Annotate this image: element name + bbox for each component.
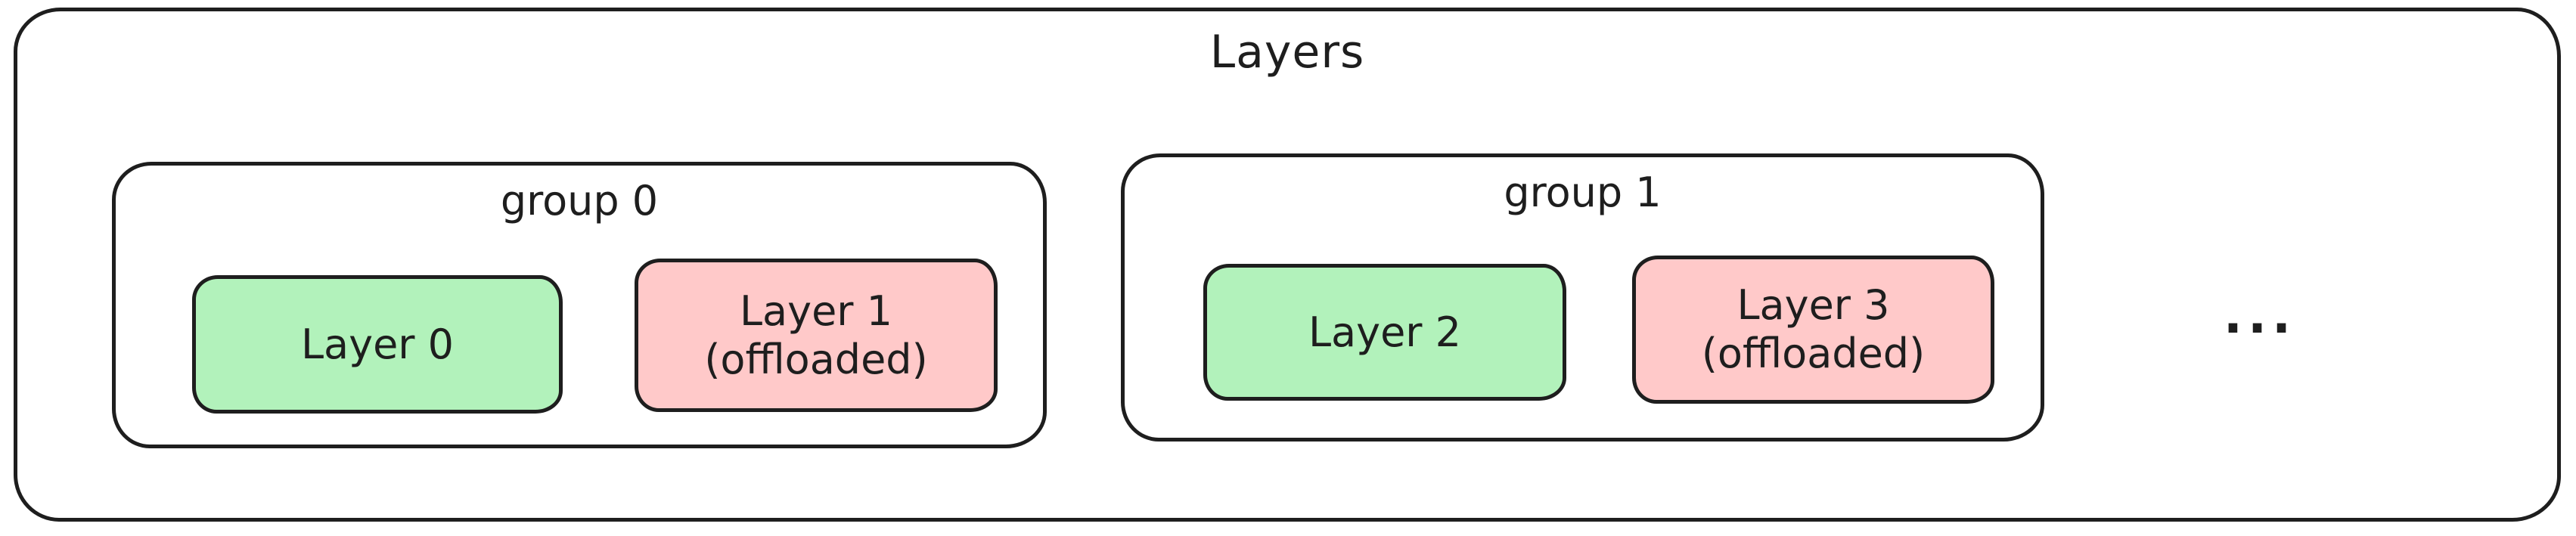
group-0-label: group 0 (500, 177, 659, 225)
layer-2-label: Layer 2 (1308, 308, 1462, 356)
group-0-box: group 0 Layer 0 Layer 1 (offloaded) (112, 162, 1047, 448)
layers-container-box: Layers group 0 Layer 0 Layer 1 (offloade… (14, 8, 2561, 522)
layer-0-label: Layer 0 (300, 320, 455, 368)
layer-3-box: Layer 3 (offloaded) (1632, 256, 1994, 404)
layer-1-sublabel: (offloaded) (704, 335, 928, 383)
group-1-label: group 1 (1504, 169, 1662, 216)
layer-0-box: Layer 0 (192, 275, 563, 414)
layer-3-sublabel: (offloaded) (1701, 330, 1926, 377)
layer-1-label: Layer 1 (739, 287, 893, 335)
layers-title: Layers (1209, 26, 1365, 79)
more-groups-ellipsis: ... (2223, 287, 2297, 345)
group-1-box: group 1 Layer 2 Layer 3 (offloaded) (1121, 153, 2044, 442)
layer-2-box: Layer 2 (1203, 264, 1566, 401)
layer-1-box: Layer 1 (offloaded) (635, 259, 998, 412)
layer-3-label: Layer 3 (1736, 281, 1890, 330)
